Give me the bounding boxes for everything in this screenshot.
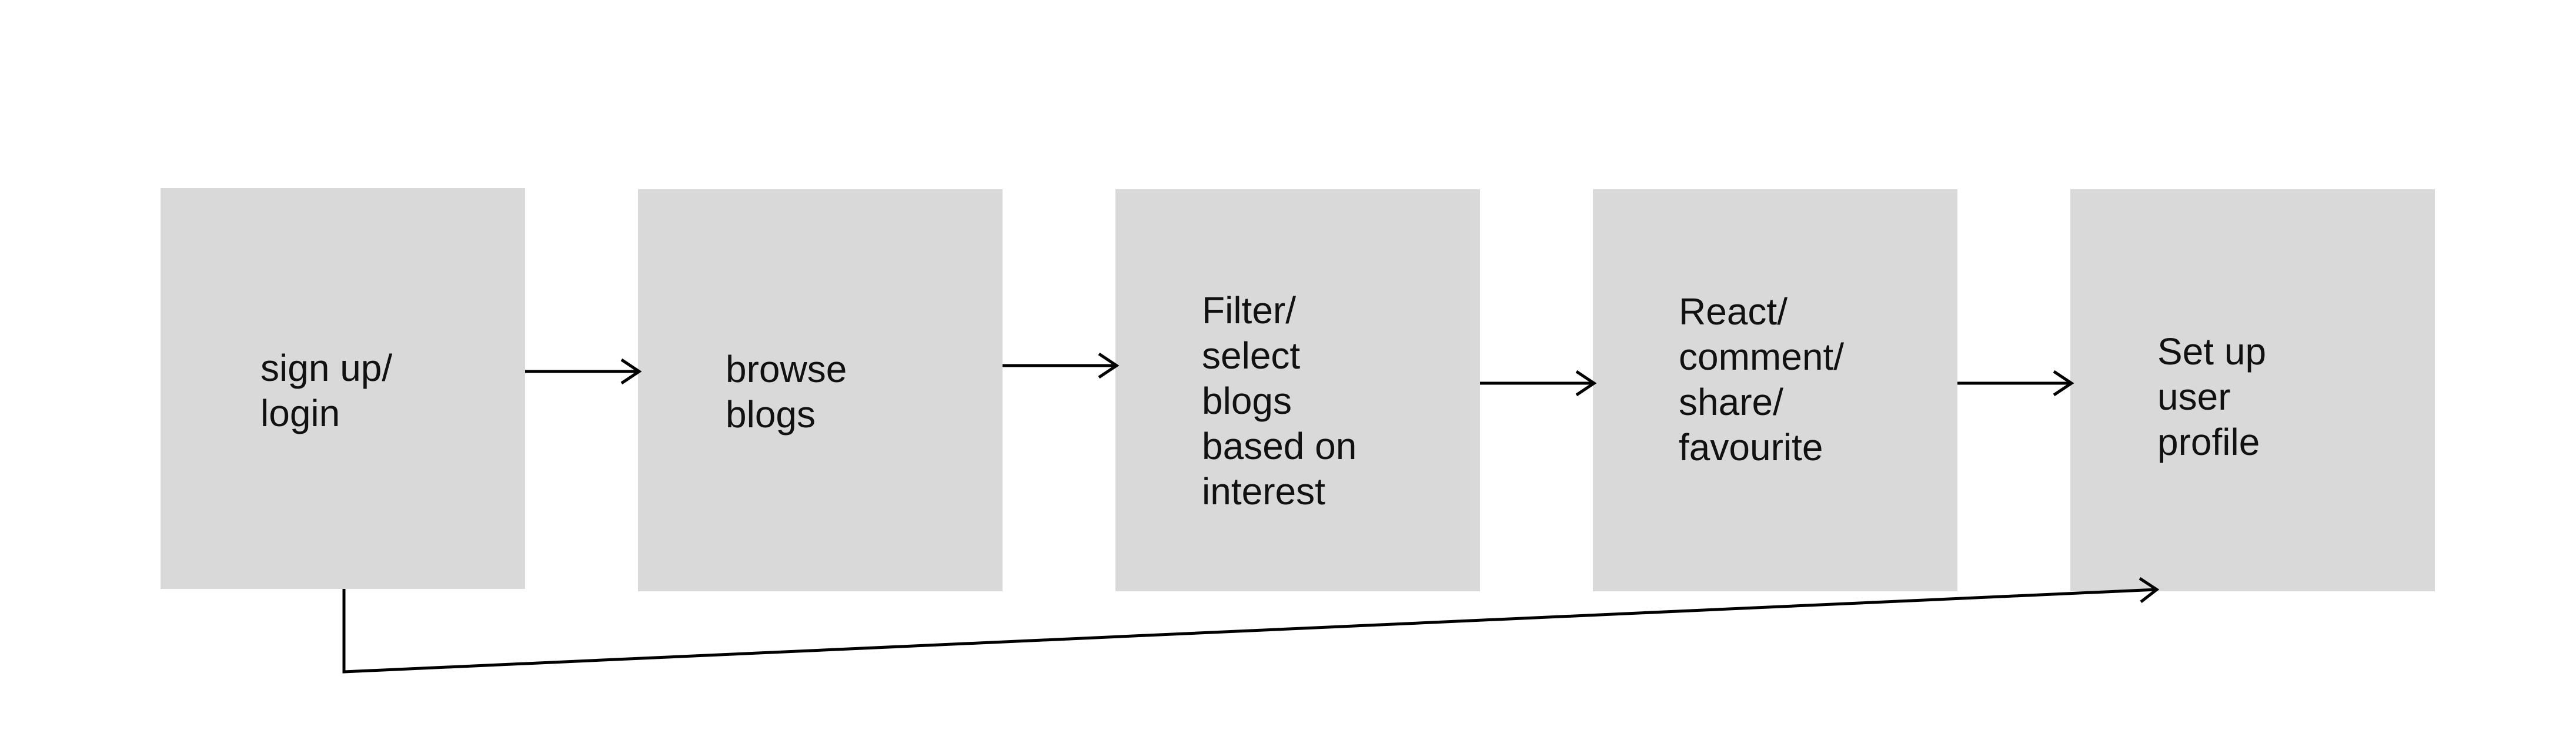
step-box-filter: Filter/ select blogs based on interest: [1115, 189, 1480, 591]
arrow-browse-to-filter: [1003, 352, 1120, 379]
arrow-signup-to-browse: [525, 358, 642, 385]
step-box-profile: Set up user profile: [2070, 189, 2435, 591]
step-box-react: React/ comment/ share/ favourite: [1593, 189, 1957, 591]
step-label-browse: browse blogs: [726, 348, 847, 436]
step-label-profile: Set up user profile: [2157, 330, 2267, 463]
step-box-browse: browse blogs: [638, 189, 1003, 591]
arrow-react-to-profile: [1957, 370, 2074, 397]
arrow-filter-to-react: [1480, 370, 1597, 397]
step-label-react: React/ comment/ share/ favourite: [1679, 290, 1844, 468]
step-label-signup: sign up/ login: [260, 347, 393, 434]
step-box-signup: sign up/ login: [161, 188, 525, 589]
step-label-filter: Filter/ select blogs based on interest: [1202, 289, 1357, 513]
arrow-signup-to-profile: [342, 577, 2160, 674]
